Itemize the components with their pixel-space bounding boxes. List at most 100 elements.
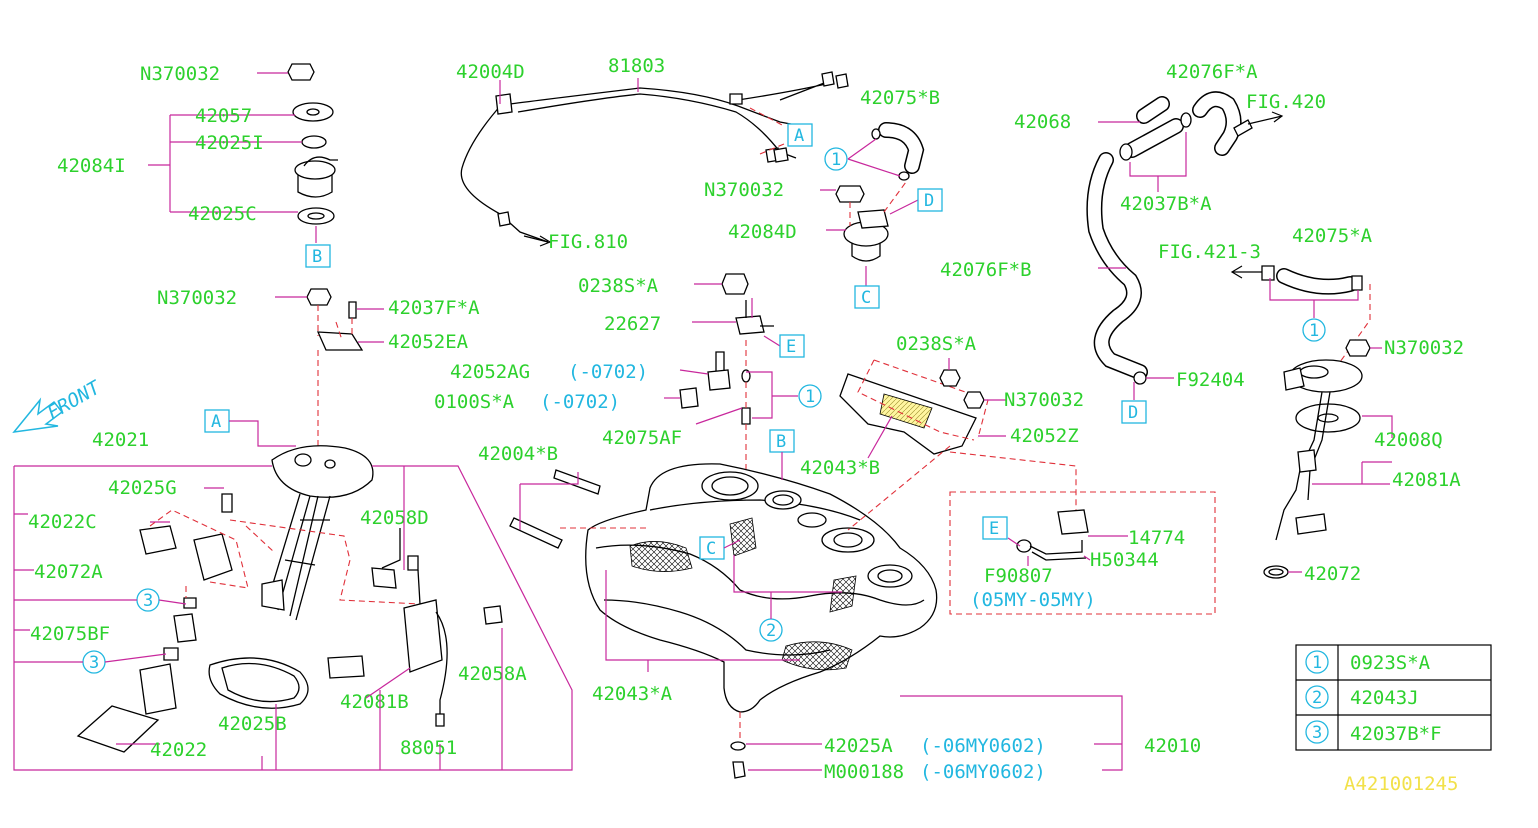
pump-module: [76, 445, 421, 753]
ref-circle-3-lower: 3: [82, 650, 106, 674]
svg-text:C: C: [706, 539, 716, 559]
legend-table: 1 0923S*A 2 42043J 3 42037B*F: [1295, 644, 1492, 751]
fuel-pump-group: N370032 42057 42025I 42084I 42025C B N37…: [12, 63, 573, 771]
label-42084d: 42084D: [728, 221, 797, 243]
label-42057: 42057: [195, 105, 252, 127]
legend-num-3: 3: [1312, 723, 1322, 743]
label-42037f-a: 42037F*A: [388, 297, 480, 319]
label-42084i: 42084I: [57, 155, 126, 177]
legend-num-1: 1: [1312, 653, 1322, 673]
svg-text:D: D: [924, 191, 934, 211]
label-n370032-plate: N370032: [1004, 389, 1084, 411]
label-42021: 42021: [92, 429, 149, 451]
label-14774: 14774: [1128, 527, 1185, 549]
label-n370032-valve: N370032: [704, 179, 784, 201]
label-81803: 81803: [608, 55, 665, 77]
legend-row-1: 1 0923S*A: [1305, 650, 1431, 674]
label-42025b: 42025B: [218, 713, 287, 735]
label-42025g: 42025G: [108, 477, 177, 499]
ref-circle-3-upper: 3: [136, 588, 160, 612]
label-f92404: F92404: [1176, 369, 1245, 391]
bracket-42052ea: [275, 288, 384, 448]
legend-part-1: 0923S*A: [1350, 652, 1431, 674]
label-n370032-top: N370032: [140, 63, 220, 85]
harness-group: [460, 71, 849, 247]
label-42052z: 42052Z: [1010, 425, 1079, 447]
ref-box-e-right: E: [982, 516, 1008, 540]
ref-box-c-valve: C: [854, 285, 880, 309]
ref-box-a-pump: A: [204, 409, 230, 433]
label-h50344: H50344: [1090, 549, 1159, 571]
label-42043b: 42043*B: [800, 457, 880, 479]
label-42037b-a: 42037B*A: [1120, 193, 1212, 215]
label-42075b: 42075*B: [860, 87, 940, 109]
label-0238s-a-right: 0238S*A: [896, 333, 977, 355]
svg-text:2: 2: [766, 621, 776, 641]
label-42010: 42010: [1144, 735, 1201, 757]
svg-text:E: E: [989, 519, 999, 539]
ref-box-e-center: E: [779, 334, 805, 358]
label-42081a: 42081A: [1392, 469, 1461, 491]
front-label: FRONT: [44, 376, 106, 424]
svg-text:B: B: [776, 432, 786, 452]
label-42052ag: 42052AG: [450, 361, 530, 383]
label-42075bf: 42075BF: [30, 623, 110, 645]
label-42075af: 42075AF: [602, 427, 682, 449]
legend-num-2: 2: [1312, 688, 1322, 708]
label-42068: 42068: [1014, 111, 1071, 133]
svg-text:3: 3: [143, 591, 153, 611]
vent-valve-group: [820, 122, 925, 286]
label-fig810: FIG.810: [548, 231, 628, 253]
sub-tank-sender-group: [1230, 265, 1393, 579]
label-42058a: 42058A: [458, 663, 527, 685]
label-42076f-a: 42076F*A: [1166, 61, 1258, 83]
svg-text:1: 1: [1309, 321, 1319, 341]
label-f90807: F90807: [984, 565, 1053, 587]
label-fig420: FIG.420: [1246, 91, 1326, 113]
strip-42004b: [509, 469, 650, 549]
svg-text:E: E: [786, 337, 796, 357]
label-n370032-left: N370032: [157, 287, 237, 309]
label-0100s-note: (-0702): [540, 391, 620, 413]
label-42025a-note: (-06MY0602): [920, 735, 1046, 757]
svg-text:C: C: [861, 288, 871, 308]
label-42058d: 42058D: [360, 507, 429, 529]
label-42052ag-note: (-0702): [568, 361, 648, 383]
svg-text:A: A: [794, 126, 804, 146]
ref-circle-1-center: 1: [798, 384, 822, 408]
ref-box-d-hose: D: [1121, 400, 1147, 424]
ref-box-a-harness: A: [787, 123, 813, 147]
legend-part-2: 42043J: [1350, 687, 1419, 709]
svg-text:3: 3: [89, 653, 99, 673]
label-m000188-note: (-06MY0602): [920, 761, 1046, 783]
plate-42052z: [839, 358, 1077, 531]
label-42022c: 42022C: [28, 511, 97, 533]
purge-valve-box: [949, 491, 1216, 615]
ref-circle-1-right: 1: [1302, 318, 1326, 342]
sensor-group: [208, 528, 503, 727]
label-42025a: 42025A: [824, 735, 893, 757]
label-22627: 22627: [604, 313, 661, 335]
label-m000188: M000188: [824, 761, 904, 783]
label-42076f-b: 42076F*B: [940, 259, 1032, 281]
label-42081b: 42081B: [340, 691, 409, 713]
label-42072a: 42072A: [34, 561, 103, 583]
ref-box-d-valve: D: [917, 188, 943, 212]
svg-text:1: 1: [831, 150, 841, 170]
ref-box-c-tank: C: [699, 536, 725, 560]
legend-row-3: 3 42037B*F: [1305, 720, 1442, 745]
ref-circle-1-valve: 1: [824, 147, 848, 171]
label-88051: 88051: [400, 737, 457, 759]
label-05my-note: (05MY-05MY): [970, 589, 1096, 611]
label-42004d: 42004D: [456, 61, 525, 83]
label-42004b: 42004*B: [478, 443, 558, 465]
svg-text:B: B: [312, 247, 322, 267]
label-42075a: 42075*A: [1292, 225, 1373, 247]
ref-box-b-top: B: [305, 244, 331, 268]
label-0100s-a: 0100S*A: [434, 391, 515, 413]
ref-circle-2-tank: 2: [759, 618, 783, 642]
diagram-code: A421001245: [1344, 773, 1458, 795]
label-42072: 42072: [1304, 563, 1361, 585]
svg-text:D: D: [1128, 403, 1138, 423]
